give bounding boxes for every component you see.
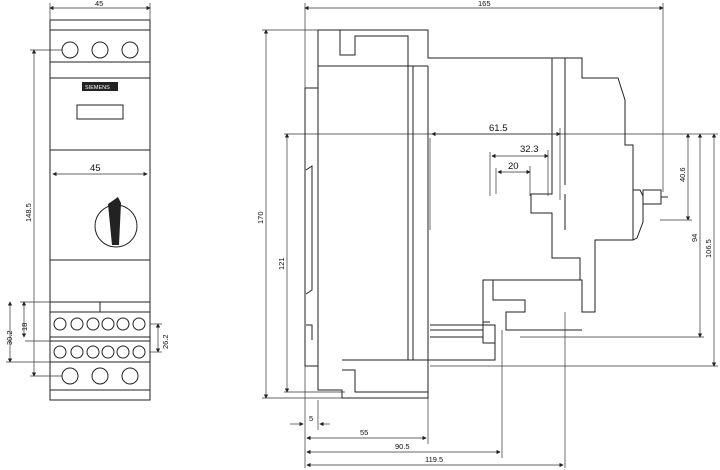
side-body-outline	[317, 29, 634, 399]
front-height-label: 148.5	[24, 203, 33, 222]
side-inner-height: 121	[277, 257, 286, 270]
display-window	[76, 104, 124, 120]
side-dim-40-6: 40.6	[678, 167, 687, 182]
terminal-screw	[121, 41, 139, 59]
side-dim-61-5: 61.5	[489, 123, 508, 134]
side-dim-94: 94	[690, 234, 699, 242]
side-dim-55: 55	[360, 428, 368, 437]
terminal-screw	[61, 41, 79, 59]
side-dim-32-3: 32.3	[520, 144, 539, 155]
side-dim-119-5: 119.5	[425, 455, 443, 464]
side-view: 165 170 121	[256, 0, 718, 468]
brand-badge-text: SIEMENS	[85, 85, 110, 91]
terminal-row-upper	[53, 317, 146, 331]
front-body	[49, 19, 151, 401]
front-mid-width-label: 45	[90, 163, 101, 174]
front-dim-18: 18	[20, 323, 29, 331]
terminal-row-bottom	[61, 367, 139, 385]
front-dim-26-2: 26.2	[161, 334, 170, 349]
side-dim-5: 5	[309, 414, 313, 423]
terminal-row-lower	[53, 345, 146, 359]
knob-icon	[642, 189, 662, 205]
side-dim-90-5: 90.5	[395, 442, 410, 451]
front-view: 45 SIEMENS 45	[5, 0, 170, 401]
front-top-width-label: 45	[95, 0, 103, 8]
side-overall-height: 170	[256, 211, 265, 224]
side-overall-width: 165	[478, 0, 491, 8]
front-dim-30-2: 30.2	[5, 330, 14, 345]
brand-badge	[82, 82, 118, 91]
side-dim-106-5: 106.5	[704, 239, 713, 258]
side-dim-20: 20	[508, 161, 519, 172]
terminal-screw	[91, 41, 109, 59]
